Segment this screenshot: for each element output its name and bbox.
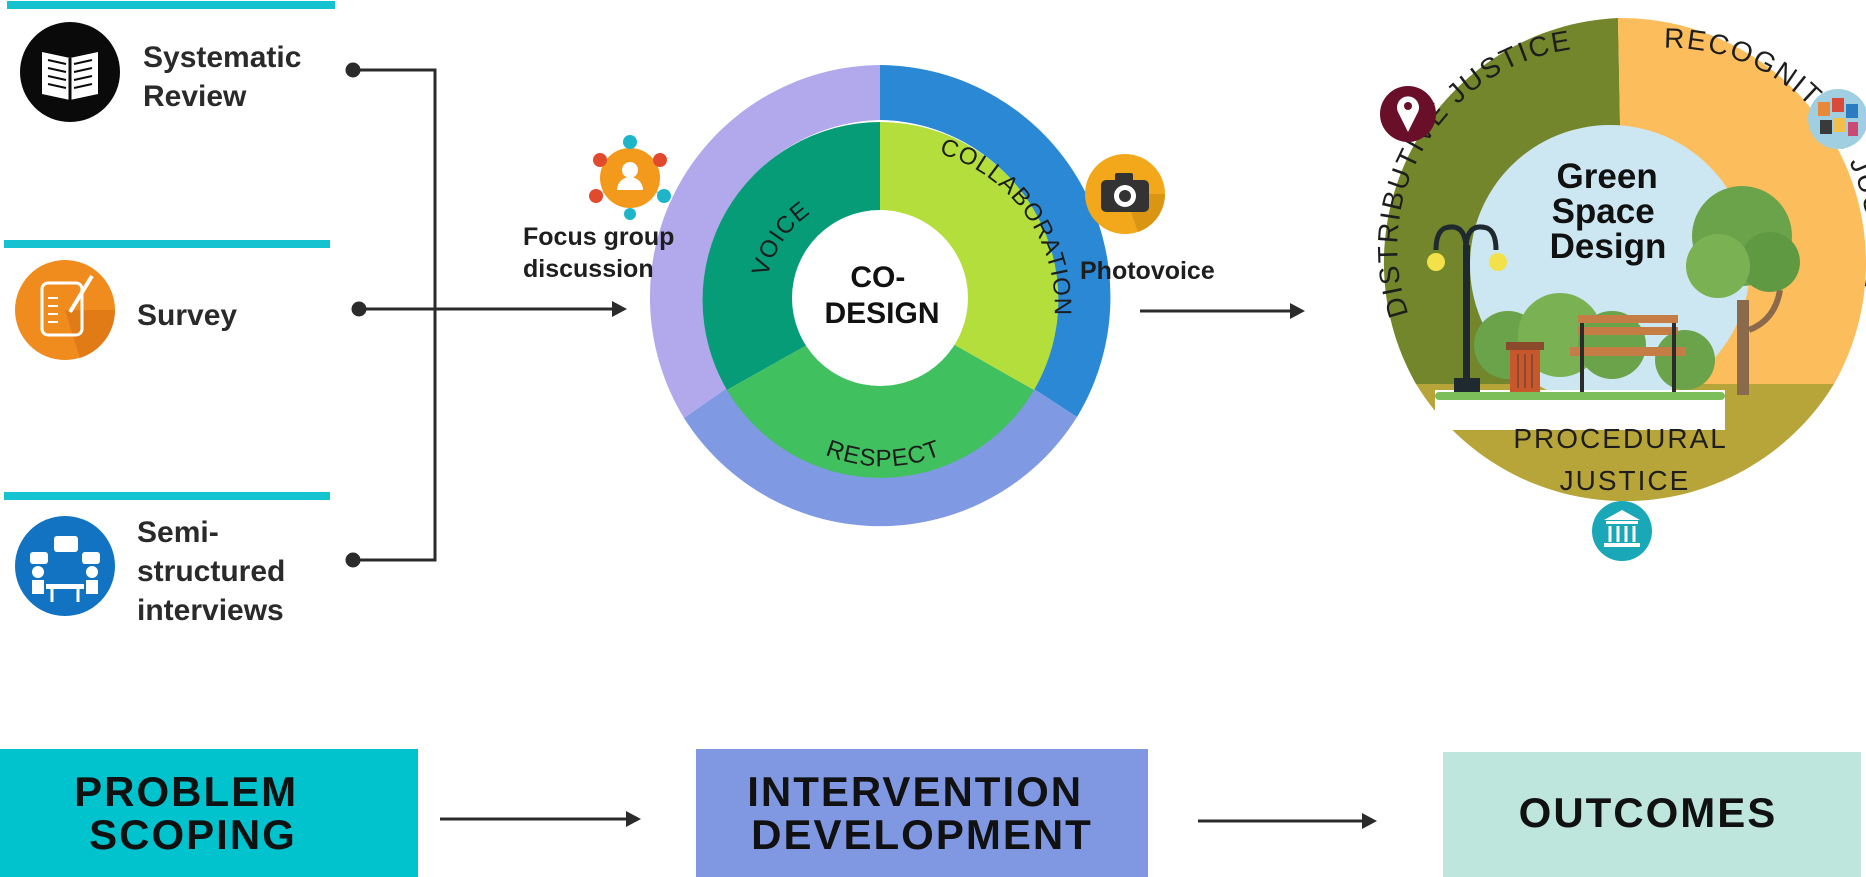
people-collage-icon	[1808, 89, 1866, 149]
book-icon	[20, 22, 120, 122]
stage-problem-scoping: PROBLEM SCOPING	[0, 749, 418, 877]
arrow-to-outcomes	[1140, 303, 1305, 319]
map-pin-icon	[1380, 86, 1436, 142]
method-systematic-review: Systematic Review	[20, 22, 310, 122]
teal-rule	[4, 492, 330, 500]
stage-label: INTERVENTION DEVELOPMENT	[747, 768, 1097, 858]
methods-connector	[345, 62, 627, 568]
photovoice-label: Photovoice	[1080, 257, 1215, 285]
focus-group: Focus group discussion	[523, 135, 681, 283]
stage-label: OUTCOMES	[1519, 789, 1778, 836]
method-label: Survey	[137, 299, 237, 332]
collaboration-segment	[880, 121, 1059, 390]
arrow-stage-1-to-2	[440, 811, 641, 827]
stage-intervention-development: INTERVENTION DEVELOPMENT	[696, 749, 1148, 877]
stage-label: PROBLEM SCOPING	[74, 768, 312, 858]
method-label: Semi- structured interviews	[137, 516, 294, 627]
method-semi-structured-interviews: Semi- structured interviews	[15, 516, 294, 627]
outer-ring-purple	[649, 65, 880, 418]
co-design-center	[792, 210, 968, 386]
green-space-design-title: Green Space Design	[1550, 157, 1668, 266]
institution-icon	[1592, 501, 1652, 561]
green-space-wheel: Green Space Design DISTRIBUTIVE JUSTICE …	[1372, 17, 1866, 561]
outer-ring-periwinkle	[684, 388, 1077, 527]
group-network-icon	[589, 135, 671, 220]
survey-tablet-icon	[15, 260, 116, 360]
procedural-justice-label: PROCEDURAL JUSTICE	[1513, 423, 1736, 496]
focus-group-label: Focus group discussion	[523, 223, 681, 283]
respect-segment	[727, 340, 1034, 478]
interview-meeting-icon	[15, 516, 115, 616]
photovoice: Photovoice	[1080, 154, 1305, 319]
co-design-wheel: CO- DESIGN VOICE COLLABORATION RESPECT	[649, 65, 1111, 527]
voice-segment	[702, 122, 880, 390]
method-label: Systematic Review	[143, 41, 310, 113]
method-survey: Survey	[15, 260, 237, 360]
methods-column: Systematic Review Survey	[4, 1, 627, 627]
outer-ring-blue	[880, 65, 1111, 417]
teal-rule	[4, 240, 330, 248]
park-illustration	[1427, 186, 1800, 430]
co-design-title: CO- DESIGN	[824, 261, 939, 330]
teal-rule	[7, 1, 335, 9]
stage-outcomes: OUTCOMES	[1443, 752, 1861, 877]
camera-icon	[1085, 154, 1166, 234]
arrow-stage-2-to-3	[1198, 813, 1377, 829]
